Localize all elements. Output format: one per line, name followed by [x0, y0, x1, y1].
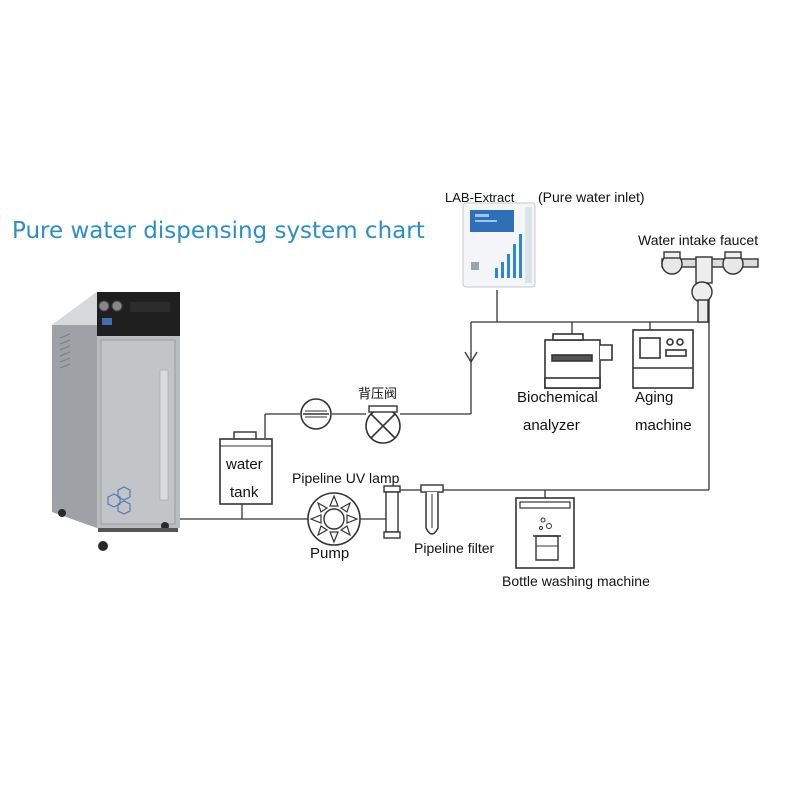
lab-extract-device-icon	[462, 202, 536, 288]
aging-machine-icon	[632, 329, 694, 389]
tank-label-line2: tank	[230, 484, 259, 501]
bottle-washing-machine-icon	[515, 497, 575, 569]
biochem-label-line2: analyzer	[523, 417, 580, 434]
water-purifier-cabinet-icon	[52, 292, 180, 551]
bottle-washer-label: Bottle washing machine	[502, 573, 650, 589]
biochem-label-line1: Biochemical	[517, 389, 598, 406]
faucet-icon	[661, 251, 759, 323]
back-pressure-valve-label: 背压阀	[358, 386, 397, 401]
pump-label: Pump	[310, 545, 349, 562]
uv-lamp-icon	[383, 485, 401, 539]
filter-label: Pipeline filter	[414, 540, 494, 556]
uv-lamp-label: Pipeline UV lamp	[292, 470, 400, 486]
check-valve-icon	[300, 398, 332, 430]
water-tank-icon	[219, 431, 273, 505]
tank-label-line1: water	[225, 456, 263, 473]
pipeline-filter-icon	[420, 484, 444, 535]
aging-label-line1: Aging	[635, 389, 673, 406]
pump-icon	[307, 492, 361, 546]
faucet-label: Water intake faucet	[638, 232, 758, 248]
biochemical-analyzer-icon	[544, 333, 613, 389]
lab-extract-label: LAB-Extract	[445, 190, 515, 205]
pure-water-inlet-label: (Pure water inlet)	[538, 189, 645, 205]
pipe-network	[180, 290, 710, 520]
back-pressure-valve-icon	[365, 405, 401, 444]
aging-label-line2: machine	[635, 417, 692, 434]
diagram-title: Pure water dispensing system chart	[12, 218, 425, 244]
